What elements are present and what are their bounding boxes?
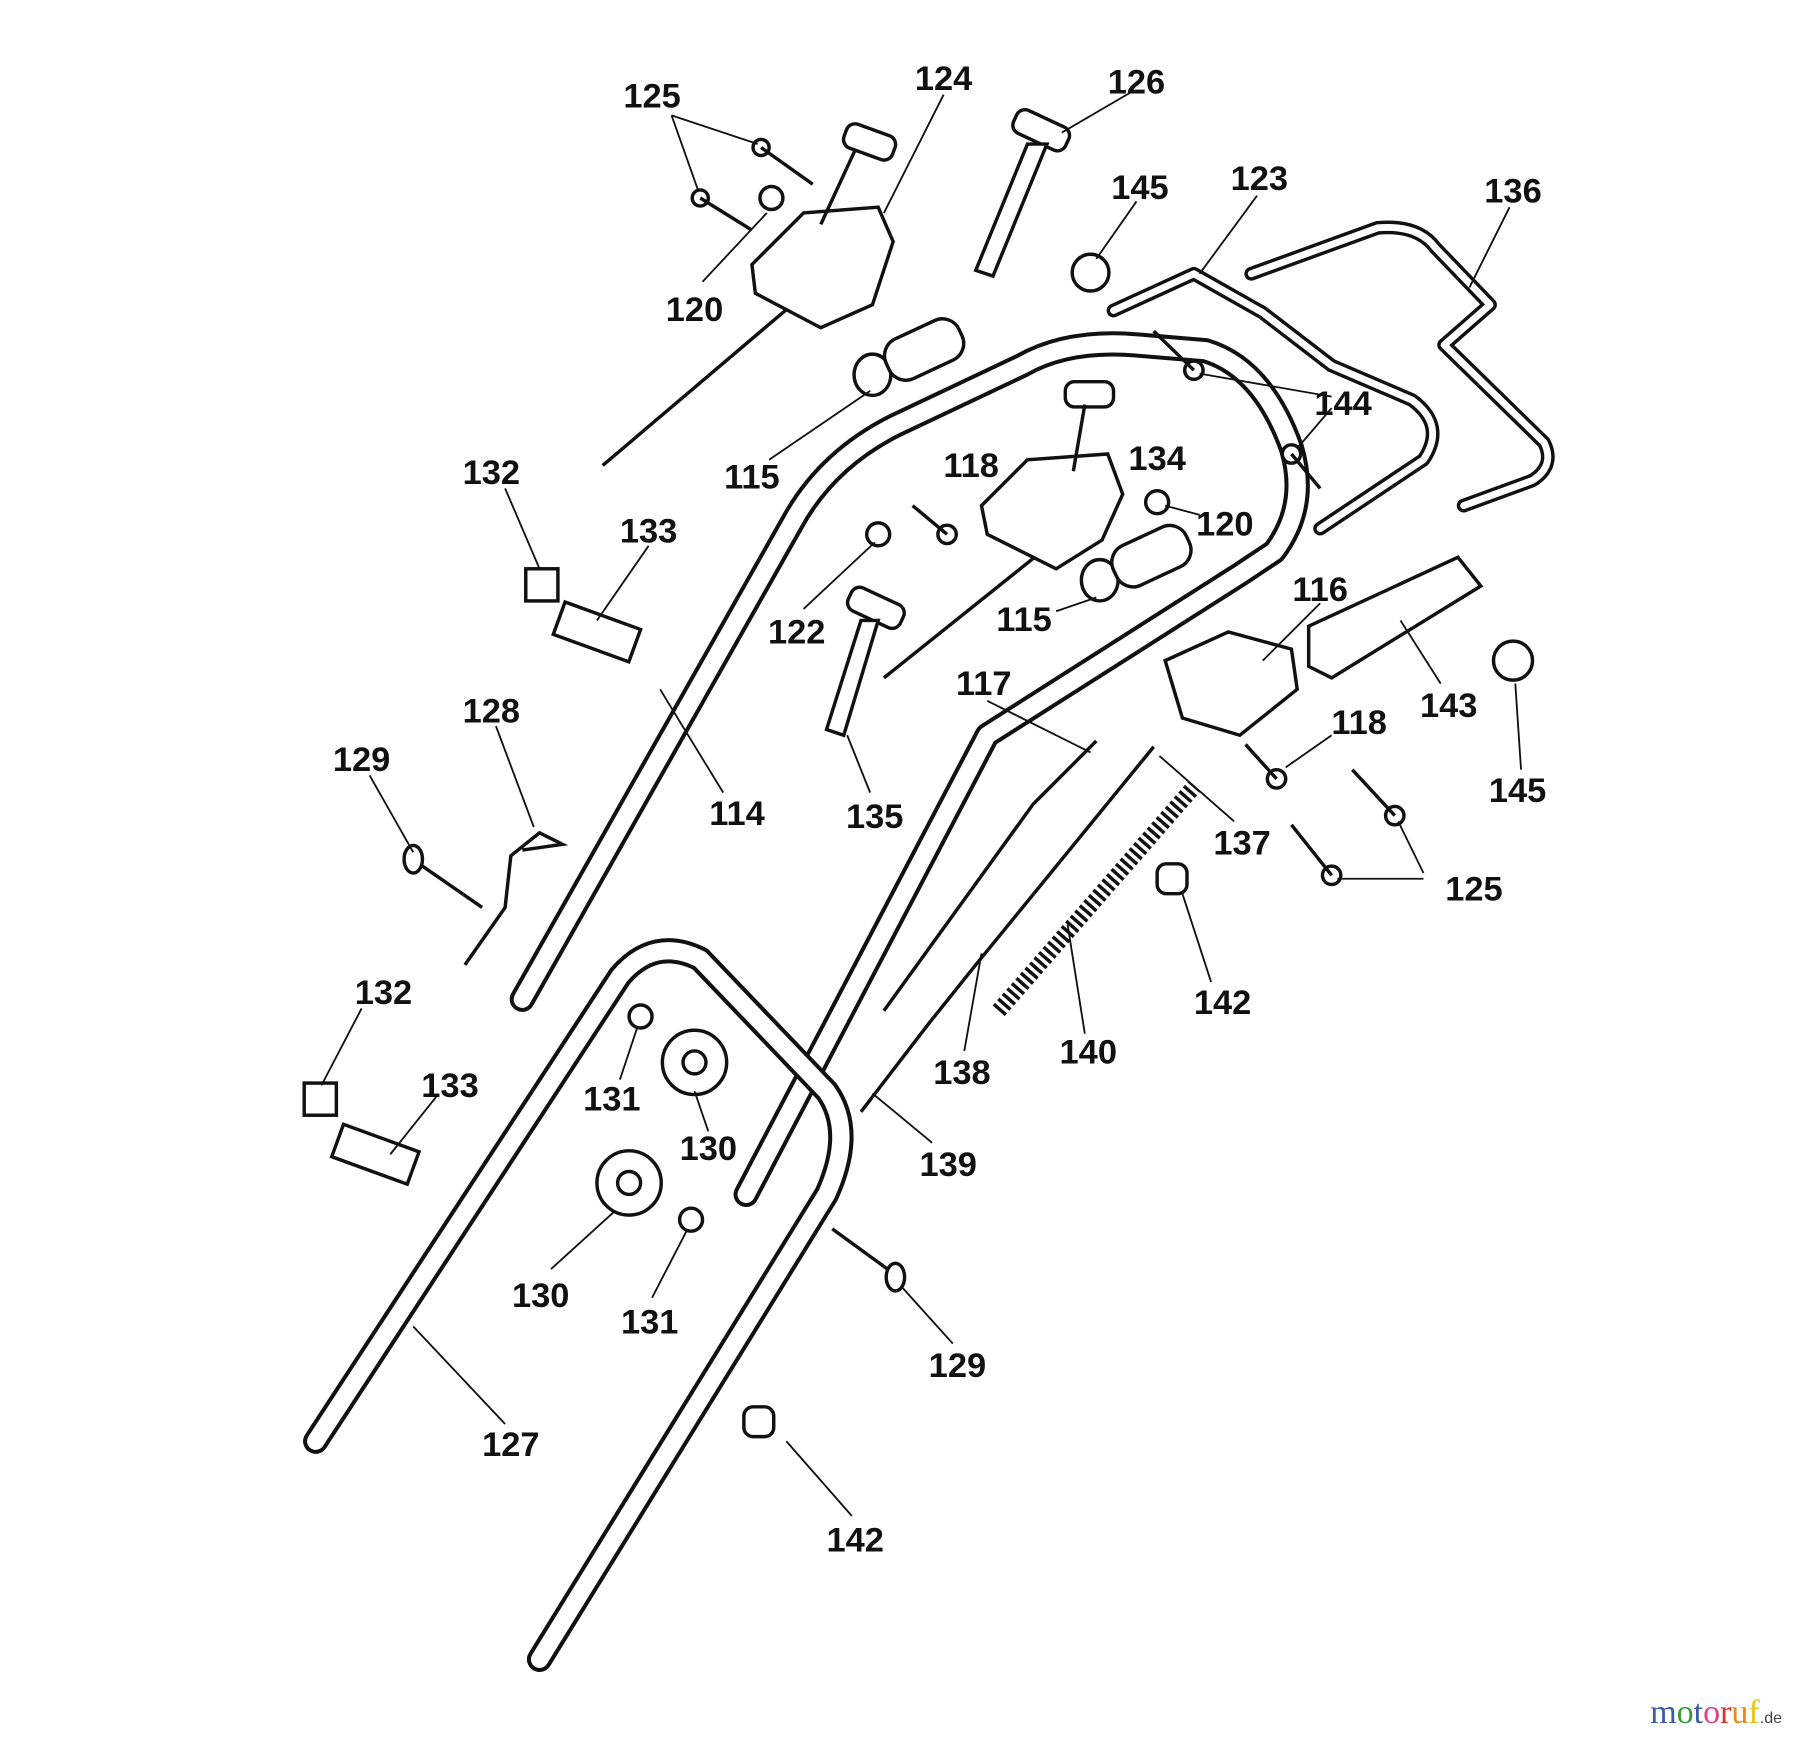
part-label: 135 (846, 798, 903, 836)
washer-131 (677, 1206, 705, 1233)
cable (882, 547, 1046, 680)
part-label: 129 (333, 741, 390, 779)
plate-133 (329, 1122, 422, 1187)
part-label: 130 (512, 1277, 569, 1315)
part-label: 129 (929, 1347, 986, 1385)
clip-142 (742, 1405, 776, 1439)
washer-122 (864, 521, 892, 548)
cable (601, 303, 794, 467)
lever-135 (824, 585, 906, 738)
spring-128 (463, 830, 569, 966)
clip-132 (302, 1081, 339, 1117)
part-label: 120 (666, 291, 723, 329)
watermark-suffix: .de (1759, 1710, 1782, 1727)
part-label: 125 (1445, 871, 1502, 909)
part-label: 123 (1231, 160, 1288, 198)
plate-133 (551, 599, 643, 665)
part-label: 136 (1484, 173, 1541, 211)
clamp-115 (852, 317, 966, 398)
lower-handle-127 (303, 938, 854, 1672)
part-label: 115 (996, 601, 1052, 639)
bail-bar-136 (1244, 220, 1555, 513)
part-label: 140 (1060, 1034, 1117, 1072)
bail-bar-123 (1106, 266, 1440, 536)
throttle-lever-134 (979, 379, 1125, 571)
clip-132 (524, 567, 560, 603)
part-label: 117 (956, 665, 1012, 703)
part-label: 131 (621, 1303, 678, 1341)
part-label: 127 (482, 1426, 539, 1464)
part-label: 143 (1420, 687, 1477, 725)
part-label: 118 (1331, 704, 1387, 742)
part-label: 132 (355, 974, 412, 1012)
lever-126 (973, 107, 1072, 279)
part-label: 128 (463, 693, 520, 731)
spring-140 (992, 781, 1200, 1017)
part-label: 133 (620, 512, 677, 550)
part-label: 131 (583, 1081, 640, 1119)
part-label: 145 (1489, 772, 1546, 810)
nut-120 (1143, 489, 1171, 516)
washer-131 (627, 1003, 654, 1030)
bracket-143 (1306, 555, 1484, 680)
cap-145 (1491, 639, 1535, 682)
part-label: 133 (421, 1067, 478, 1105)
part-label: 116 (1292, 571, 1348, 609)
part-label: 137 (1213, 825, 1270, 863)
part-label: 142 (1194, 984, 1251, 1022)
cable-139 (859, 745, 1156, 1113)
part-label: 120 (1196, 506, 1253, 544)
clip-142 (1155, 862, 1189, 896)
nut-120 (758, 184, 785, 212)
throttle-lever-124 (750, 122, 898, 330)
cable-117 (882, 739, 1098, 1012)
leader-lines (320, 91, 1522, 1517)
part-label: 139 (919, 1146, 976, 1184)
part-label: 132 (463, 454, 520, 492)
part-label: 124 (915, 60, 972, 98)
washer-145 (1070, 252, 1111, 293)
watermark-logo: motoruf.de (1650, 1694, 1782, 1731)
part-label: 115 (724, 458, 780, 496)
part-label: 134 (1128, 440, 1185, 478)
part-label: 122 (768, 613, 825, 651)
bolt-129 (831, 1227, 897, 1277)
part-label: 126 (1108, 64, 1165, 102)
bracket-116 (1163, 630, 1300, 738)
part-label: 118 (943, 447, 999, 485)
part-label: 144 (1314, 385, 1371, 423)
clamp-115 (1079, 523, 1193, 603)
part-label: 142 (827, 1521, 884, 1559)
part-label: 138 (933, 1054, 990, 1092)
part-label: 125 (623, 77, 680, 115)
part-label: 114 (709, 795, 765, 833)
part-label: 130 (680, 1130, 737, 1168)
part-label: 145 (1111, 169, 1168, 207)
